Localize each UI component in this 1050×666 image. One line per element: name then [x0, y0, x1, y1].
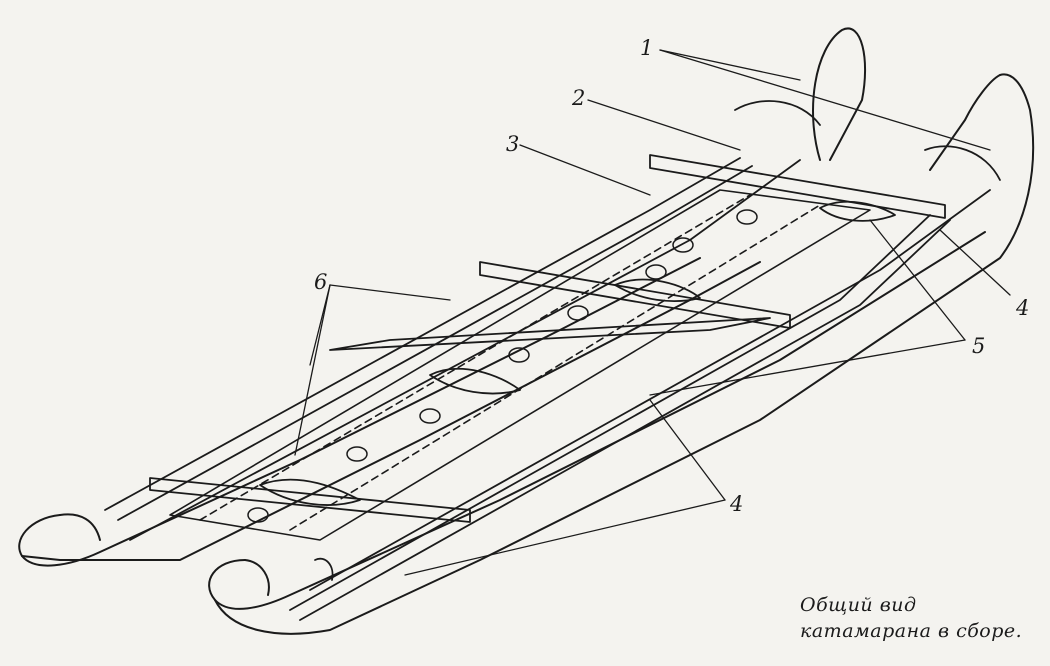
caption-line-1: Общий вид	[800, 594, 917, 616]
callout-5: 5	[972, 334, 986, 358]
callout-1: 1	[640, 36, 654, 60]
leader-lines	[294, 49, 1011, 576]
callout-2: 2	[572, 86, 586, 110]
deck-panel	[169, 189, 871, 541]
callout-4-bottom: 4	[730, 492, 744, 516]
caption-line-2: катамарана в сборе.	[800, 620, 1023, 642]
figure-caption: Общий вид катамарана в сборе.	[800, 592, 1022, 644]
cross-beams	[149, 154, 946, 523]
callout-3: 3	[506, 132, 520, 156]
left-hull	[18, 27, 867, 567]
right-hull	[208, 73, 1035, 635]
frame-rails	[104, 157, 991, 621]
callout-6: 6	[314, 270, 328, 294]
hoops	[314, 100, 1001, 581]
deck-fasteners	[247, 209, 758, 523]
callout-4-right: 4	[1016, 296, 1030, 320]
